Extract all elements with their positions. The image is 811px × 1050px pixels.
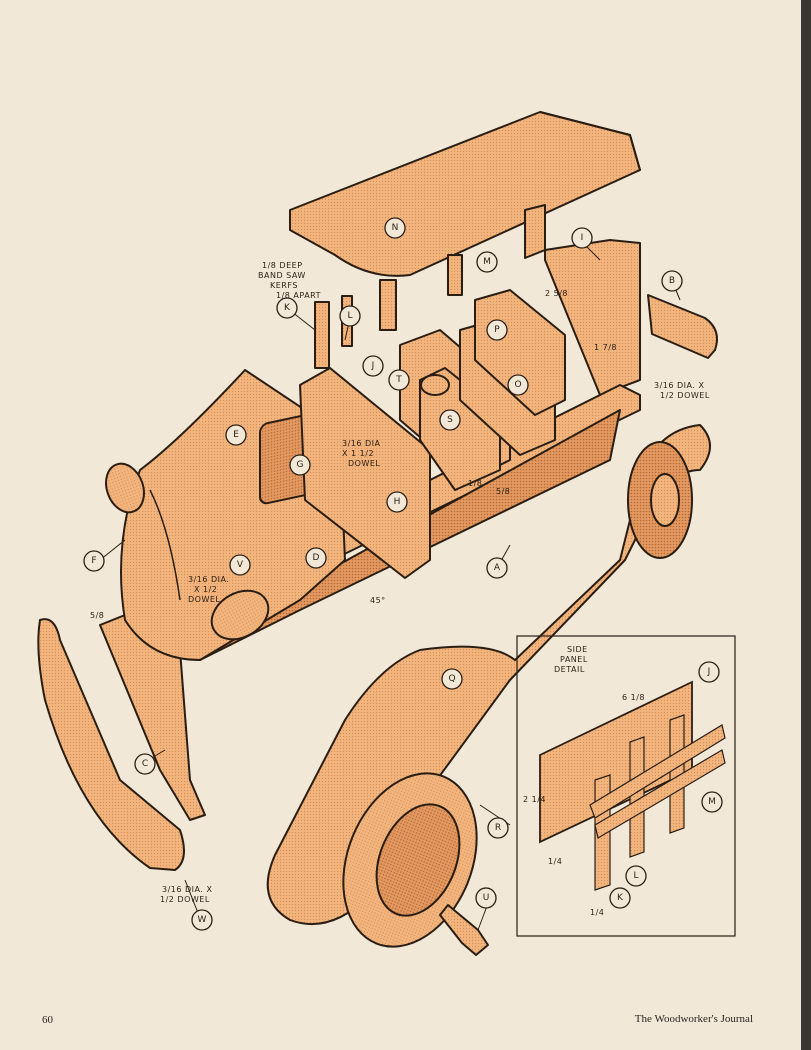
callout-j-detail xyxy=(698,661,720,683)
detail-dim-length: 6 1/8 xyxy=(622,693,645,702)
callout-r xyxy=(487,817,509,839)
note-dowel-w-1: 3/16 DIA. X xyxy=(162,885,212,894)
note-dowel-h-3: DOWEL xyxy=(348,459,380,468)
callout-u xyxy=(475,887,497,909)
label-f: F xyxy=(91,556,96,566)
note-kerfs-2: BAND SAW xyxy=(258,271,306,280)
label-r: R xyxy=(495,823,501,833)
part-c-bumper xyxy=(37,618,185,871)
callout-s xyxy=(439,409,461,431)
callout-m-top xyxy=(476,251,498,273)
callout-n xyxy=(384,217,406,239)
dim-width: 2 5/8 xyxy=(545,289,568,298)
callout-o xyxy=(507,374,529,396)
label-m-detail: M xyxy=(708,797,716,807)
detail-title-1: SIDE xyxy=(567,645,588,654)
callout-h xyxy=(386,491,408,513)
callout-e xyxy=(225,424,247,446)
label-e: E xyxy=(233,430,239,440)
side-panel-detail xyxy=(516,635,736,937)
label-j-detail: J xyxy=(707,667,711,677)
dim-height: 1 7/8 xyxy=(594,343,617,352)
detail-title-2: PANEL xyxy=(560,655,588,664)
callout-p xyxy=(486,319,508,341)
page-number: 60 xyxy=(42,1014,53,1026)
roof-post-mid xyxy=(447,254,463,296)
note-dowel-b-2: 1/2 DOWEL xyxy=(660,391,710,400)
label-d: D xyxy=(313,553,320,563)
callout-j xyxy=(362,355,384,377)
note-kerfs-3: KERFS xyxy=(270,281,298,290)
label-a: A xyxy=(494,563,501,573)
callout-t xyxy=(388,369,410,391)
callout-l-top xyxy=(339,305,361,327)
label-u: U xyxy=(483,893,490,903)
note-dowel-d-1: 3/16 DIA. xyxy=(188,575,229,584)
callout-m-detail xyxy=(701,791,723,813)
note-dowel-w-2: 1/2 DOWEL xyxy=(160,895,210,904)
label-h: H xyxy=(394,497,401,507)
detail-dim-height: 2 1/4 xyxy=(523,795,546,804)
dim-small-1: 1/8 xyxy=(468,479,482,488)
callout-w xyxy=(191,909,213,931)
callout-b xyxy=(661,270,683,292)
detail-dim-gap: 1/4 xyxy=(548,857,562,866)
note-dowel-b-1: 3/16 DIA. X xyxy=(654,381,704,390)
detail-dim-bottom: 1/4 xyxy=(590,908,604,917)
steering-knob xyxy=(420,374,450,396)
label-l-detail: L xyxy=(633,871,638,881)
part-i-rear-panel xyxy=(544,239,641,396)
callout-i xyxy=(571,227,593,249)
label-k-detail: K xyxy=(617,893,624,903)
callout-c xyxy=(134,753,156,775)
detail-title-3: DETAIL xyxy=(554,665,585,674)
part-u-axle-peg xyxy=(439,904,489,956)
label-m: M xyxy=(483,257,491,267)
roof-post-rear xyxy=(524,204,546,259)
callout-a xyxy=(486,557,508,579)
publication-title: The Woodworker's Journal xyxy=(634,1013,753,1025)
callout-f xyxy=(83,550,105,572)
callout-k-top xyxy=(276,297,298,319)
callout-v-top xyxy=(229,554,251,576)
part-v-lamp xyxy=(210,589,270,641)
scan-edge xyxy=(801,0,811,1050)
label-g: G xyxy=(297,460,304,470)
label-q: Q xyxy=(448,674,455,684)
part-f-headlight xyxy=(105,462,145,514)
note-dowel-h-2: X 1 1/2 xyxy=(342,449,374,458)
dim-angle: 45° xyxy=(370,596,386,605)
label-t: T xyxy=(395,375,402,385)
part-k-stake xyxy=(314,301,330,369)
callout-d xyxy=(305,547,327,569)
roof-post-left xyxy=(379,279,397,331)
label-v-top: V xyxy=(237,560,244,570)
label-p: P xyxy=(494,325,500,335)
dim-front: 5/8 xyxy=(90,611,104,620)
callout-l-detail xyxy=(625,865,647,887)
callout-g xyxy=(289,454,311,476)
label-j: J xyxy=(371,361,375,371)
label-l: L xyxy=(347,311,352,321)
label-s: S xyxy=(447,415,453,425)
label-b: B xyxy=(669,276,675,286)
label-k: K xyxy=(284,303,291,313)
callout-k-detail xyxy=(609,887,631,909)
label-o: O xyxy=(514,380,521,390)
label-w: W xyxy=(198,915,207,925)
callout-q xyxy=(441,668,463,690)
note-dowel-d-3: DOWEL xyxy=(188,595,220,604)
label-n: N xyxy=(392,223,399,233)
part-b-side-bar xyxy=(647,294,718,359)
label-c: C xyxy=(142,759,148,769)
note-dowel-d-2: X 1/2 xyxy=(194,585,217,594)
note-dowel-h-1: 3/16 DIA xyxy=(342,439,381,448)
dim-small-2: 5/8 xyxy=(496,487,510,496)
note-kerfs-1: 1/8 DEEP xyxy=(262,261,303,270)
label-i: I xyxy=(581,233,584,243)
note-kerfs-4: 1/8 APART xyxy=(276,291,321,300)
detail-frame xyxy=(516,635,736,937)
